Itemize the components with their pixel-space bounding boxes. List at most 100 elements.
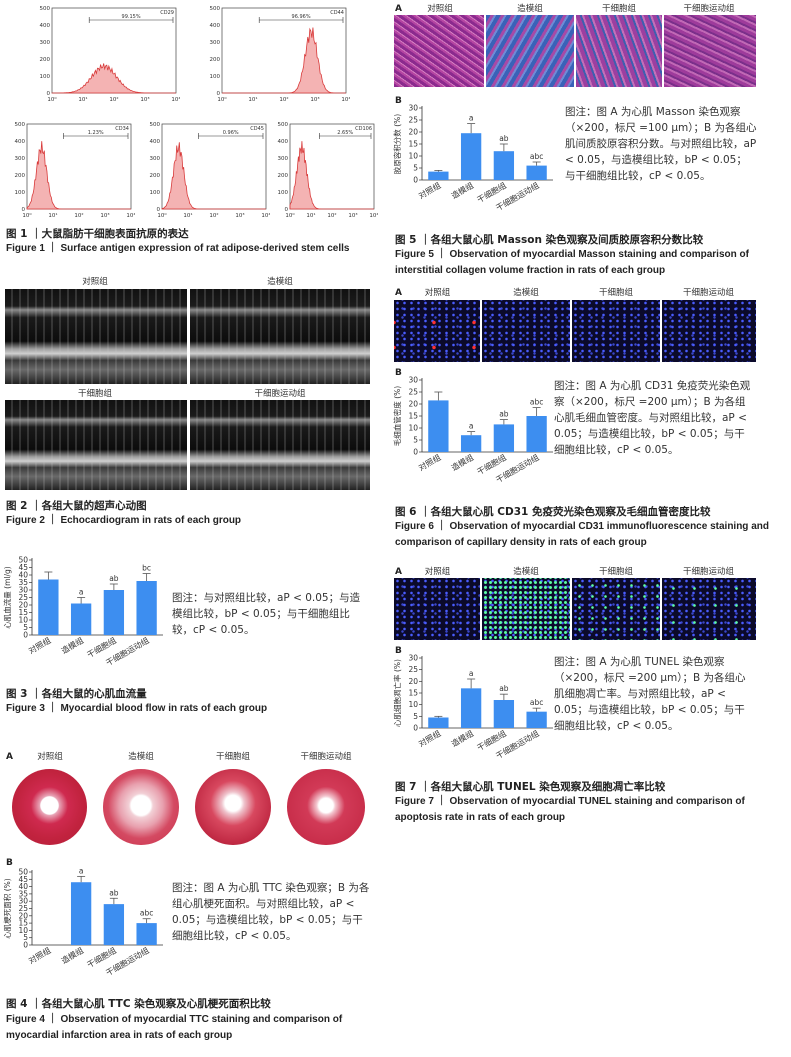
fig5-panel-a-label: A [395,4,402,14]
y-tick-label: 40 [18,571,28,580]
significance-label: a [469,114,474,123]
bar [103,904,125,945]
fig4-panel-b-label: B [6,858,13,868]
y-tick-label: 0 [217,91,221,97]
bar [428,400,449,452]
y-tick-label: 25 [18,593,28,602]
histogram-curve [51,63,176,94]
y-tick-label: 10 [18,926,28,935]
gate-percentage: 2.65% [337,130,353,136]
figure-3-bar-chart: 心肌血流量 (ml/g)05101520253035404550对照组a造模组a… [2,556,163,668]
significance-label: ab [499,684,509,693]
x-tick-label: 10⁴ [369,212,378,219]
x-tick-label: 10¹ [183,212,192,219]
y-tick-label: 200 [278,173,289,179]
histogram-curve [161,142,266,210]
y-tick-label: 0 [413,448,418,457]
y-tick-label: 30 [408,104,418,113]
y-tick-label: 5 [23,623,28,632]
y-tick-label: 25 [408,665,418,674]
fig2-label-exercise: 干细胞运动组 [254,389,306,399]
ttc-image-control [5,764,94,850]
bar [460,435,482,452]
x-tick-label: 10³ [235,212,244,219]
significance-label: bc [142,564,151,573]
y-axis-label: 毛细血管密度 (%) [392,386,402,446]
echo-image-exercise [190,400,370,490]
y-tick-label: 500 [210,6,221,12]
fig4-label-stemcell: 干细胞组 [215,752,250,762]
x-tick-label: 10⁴ [171,96,180,103]
y-tick-label: 400 [150,139,161,145]
figure-3-note: 图注：与对照组比较，aP < 0.05；与造模组比较，bP < 0.05；与干细… [172,592,361,636]
fig2-label-model: 造模组 [267,277,293,287]
y-tick-label: 15 [18,608,28,617]
fig6-panel-a-label: A [395,288,402,298]
marker-label: CD34 [115,126,129,132]
fig6-label-exercise: 干细胞运动组 [682,288,734,298]
bar [103,590,125,635]
fig7-label-control: 对照组 [424,567,451,577]
y-tick-label: 35 [18,578,28,587]
figure-5-note: 图注：图 A 为心肌 Masson 染色观察（×200，标尺 =100 μm）；… [565,106,757,182]
x-tick-label: 10³ [310,96,319,103]
y-tick-label: 500 [150,122,161,128]
y-tick-label: 0 [413,724,418,733]
y-tick-label: 50 [18,556,28,565]
y-tick-label: 300 [150,156,161,162]
x-tick-label: 10³ [140,96,149,103]
significance-label: a [469,669,474,678]
echo-image-control [5,289,187,384]
y-tick-label: 25 [18,904,28,913]
y-tick-label: 0 [47,91,51,97]
figure-4-bar-chart: 心肌梗死面积 (%)05101520253035404550对照组a造模组ab干… [2,866,163,978]
histogram-curve [26,141,131,210]
y-tick-label: 0 [23,631,28,640]
fig6-label-model: 造模组 [513,288,539,298]
tunel-image-control [394,578,480,640]
y-tick-label: 300 [15,156,26,162]
marker-label: CD106 [355,126,372,132]
x-tick-label: 10⁴ [261,212,270,219]
x-tick-label: 10² [279,96,288,103]
significance-label: abc [530,398,543,407]
y-tick-label: 15 [408,140,418,149]
y-tick-label: 15 [408,689,418,698]
masson-image-stemcell [576,15,662,87]
x-tick-label: 10⁰ [285,212,295,219]
y-tick-label: 200 [150,173,161,179]
fig4-label-model: 造模组 [128,752,154,762]
y-tick-label: 0 [413,176,418,185]
x-tick-label: 10² [109,96,118,103]
significance-label: a [79,866,84,875]
figure-2-caption-en: Figure 2 ｜ Echocardiogram in rats of eac… [6,515,242,526]
figure-7-bar-chart: 心肌细胞凋亡率 (%)051015202530对照组a造模组ab干细胞组abc干… [392,654,553,761]
plot-frame [221,7,347,94]
significance-label: abc [530,698,543,707]
figure-7-caption-zh: 图 7 ｜各组大鼠心肌 TUNEL 染色观察及细胞凋亡率比较 [395,781,666,793]
bar [493,424,515,452]
bar [38,579,59,635]
bar [493,151,515,180]
y-tick-label: 500 [278,122,289,128]
bar [70,882,92,945]
figure-5-caption-zh: 图 5 ｜各组大鼠心肌 Masson 染色观察及间质胶原容积分数比较 [395,234,704,246]
fig7-panel-a-label: A [395,567,402,577]
significance-label: ab [109,574,119,583]
histogram-curve [289,141,374,210]
y-tick-label: 20 [18,601,28,610]
ttc-image-stemcell [188,764,278,850]
y-tick-label: 20 [408,128,418,137]
x-tick-label: 10⁰ [157,212,167,219]
figure-5-bar-chart: 胶原容积分数 (%)051015202530对照组a造模组ab干细胞组abc干细… [392,104,553,213]
y-tick-label: 15 [408,412,418,421]
fig7-label-exercise: 干细胞运动组 [682,567,734,577]
x-tick-label: 10² [327,212,336,219]
x-tick-label: 造模组 [449,180,475,201]
y-tick-label: 400 [40,23,51,29]
x-tick-label: 10⁴ [341,96,350,103]
fig6-label-stemcell: 干细胞组 [598,288,633,298]
bar [493,700,515,728]
